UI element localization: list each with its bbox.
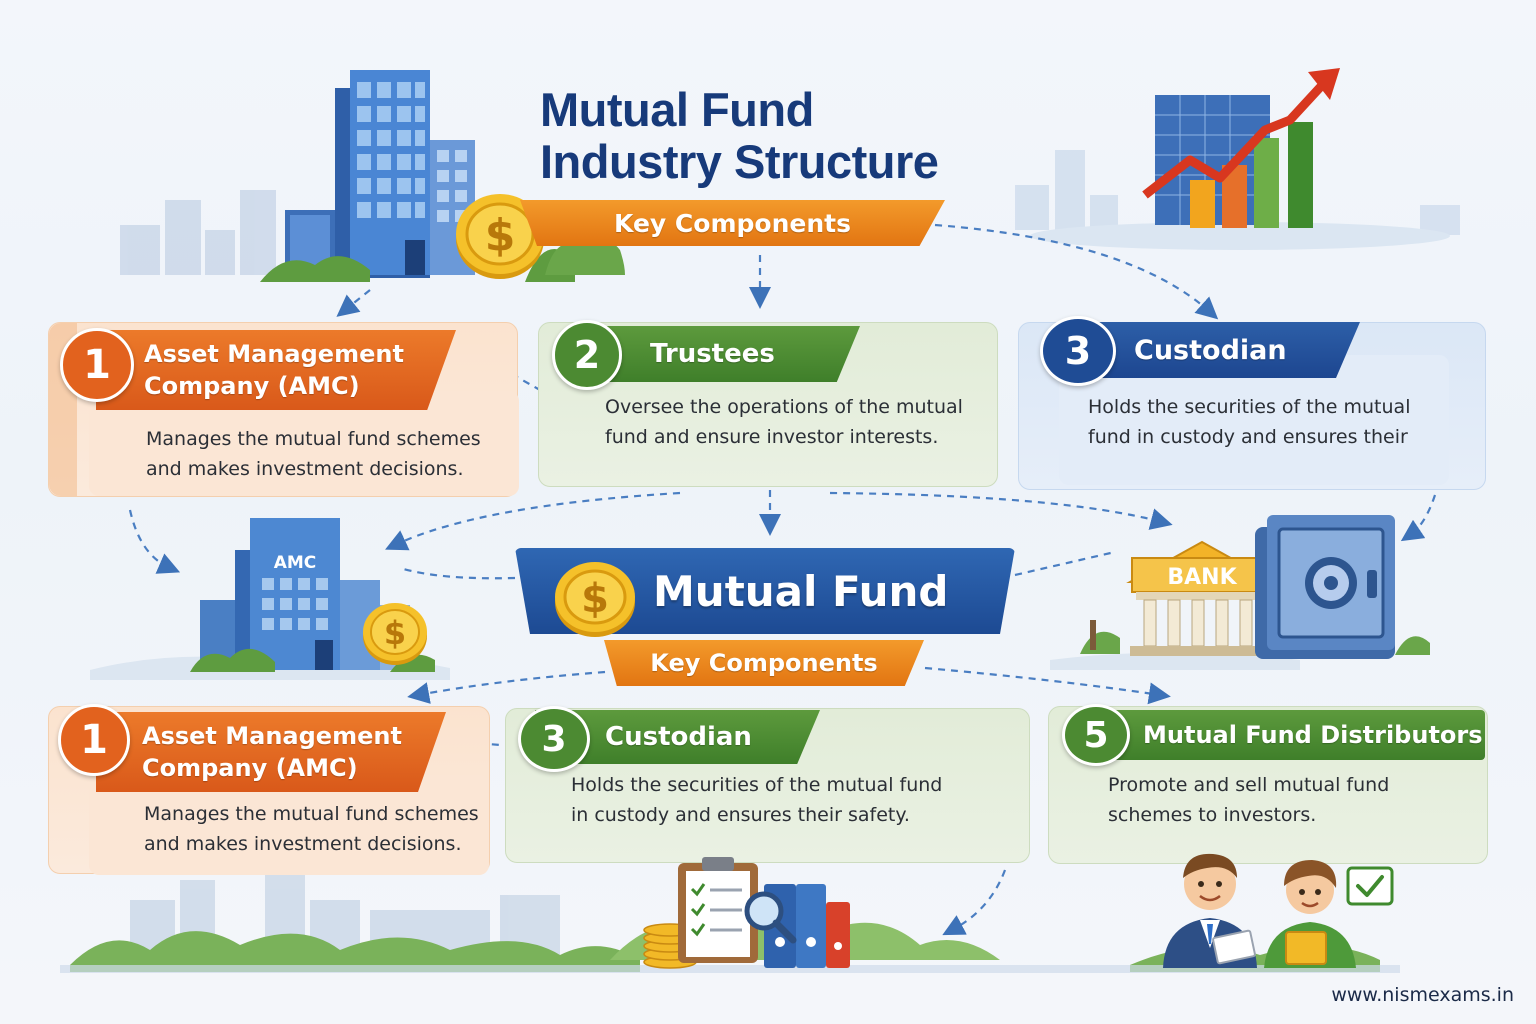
- top-card-trustees-title: Trustees: [650, 339, 775, 369]
- bottom-card-custodian-desc-2: in custody and ensures their safety.: [571, 804, 910, 826]
- svg-text:$: $: [384, 614, 406, 652]
- svg-text:$: $: [485, 210, 516, 261]
- bottom-card-distributors-number: 5: [1062, 704, 1130, 766]
- bottom-card-amc-number: 1: [58, 704, 130, 776]
- bottom-card-amc-title-1: Asset Management: [142, 722, 402, 750]
- top-card-custodian-desc-2: fund in custody and ensures their: [1088, 426, 1408, 448]
- magnifier-icon: [744, 891, 797, 944]
- bank-label: BANK: [1167, 565, 1237, 590]
- bottom-card-amc-title-2: Company (AMC): [142, 754, 358, 782]
- title-line-2: Industry Structure: [540, 135, 939, 188]
- top-card-custodian-description: Holds the securities of the mutual fund …: [1088, 392, 1478, 452]
- page-title: Mutual Fund Industry Structure: [540, 84, 1020, 188]
- bank-icon: BANK: [1050, 540, 1300, 670]
- growth-chart-icon: [1142, 68, 1340, 228]
- top-card-amc-number: 1: [60, 328, 134, 402]
- investor-person-icon: [1264, 860, 1356, 968]
- top-card-amc-desc-2: and makes investment decisions.: [146, 458, 464, 480]
- dollar-coin-icon: $: [555, 562, 635, 637]
- bottom-card-amc-banner: Asset Management Company (AMC): [96, 712, 446, 792]
- top-card-trustees-description: Oversee the operations of the mutual fun…: [605, 392, 995, 452]
- bottom-card-amc-description: Manages the mutual fund schemes and make…: [144, 799, 489, 859]
- top-card-amc-title-1: Asset Management: [144, 340, 404, 368]
- checkmark-icon: [1346, 866, 1394, 906]
- top-card-trustees-number: 2: [552, 320, 622, 390]
- bottom-card-custodian-description: Holds the securities of the mutual fund …: [571, 770, 1021, 830]
- bottom-card-distributors-desc-1: Promote and sell mutual fund: [1108, 774, 1390, 796]
- dollar-coin-icon: $: [456, 194, 544, 279]
- bottom-card-custodian-desc-1: Holds the securities of the mutual fund: [571, 774, 943, 796]
- top-card-custodian-title: Custodian: [1134, 334, 1287, 366]
- key-components-ribbon-top: Key Components: [520, 200, 945, 246]
- bottom-card-distributors-desc-2: schemes to investors.: [1108, 804, 1317, 826]
- amc-building-label: AMC: [274, 553, 317, 573]
- clipboard-checklist-icon: [678, 857, 758, 963]
- amc-building-icon: AMC: [90, 518, 450, 680]
- top-card-trustees-desc-2: fund and ensure investor interests.: [605, 426, 939, 448]
- bottom-card-amc-desc-1: Manages the mutual fund schemes: [144, 803, 479, 825]
- dollar-coin-icon: $: [363, 603, 427, 665]
- advisor-person-icon: [1163, 853, 1257, 968]
- top-card-amc-title-2: Company (AMC): [144, 372, 360, 400]
- bottom-card-amc-desc-2: and makes investment decisions.: [144, 833, 462, 855]
- bottom-card-distributors-description: Promote and sell mutual fund schemes to …: [1108, 770, 1478, 830]
- top-card-amc-description: Manages the mutual fund schemes and make…: [146, 424, 516, 484]
- bottom-card-custodian-title: Custodian: [605, 722, 752, 752]
- title-line-1: Mutual Fund: [540, 83, 814, 136]
- top-card-custodian-desc-1: Holds the securities of the mutual: [1088, 396, 1411, 418]
- top-card-amc-banner: Asset Management Company (AMC): [96, 330, 456, 410]
- key-components-ribbon-mid: Key Components: [604, 640, 924, 686]
- svg-text:$: $: [581, 576, 609, 622]
- top-card-custodian-number: 3: [1040, 316, 1116, 386]
- top-card-amc-desc-1: Manages the mutual fund schemes: [146, 428, 481, 450]
- bottom-card-distributors-banner: Mutual Fund Distributors: [1075, 710, 1485, 760]
- bottom-card-custodian-number: 3: [518, 706, 590, 772]
- safe-vault-icon: [1255, 515, 1430, 659]
- bottom-card-distributors-title: Mutual Fund Distributors: [1143, 721, 1483, 749]
- footer-url: www.nismexams.in: [1331, 984, 1514, 1006]
- top-card-trustees-desc-1: Oversee the operations of the mutual: [605, 396, 963, 418]
